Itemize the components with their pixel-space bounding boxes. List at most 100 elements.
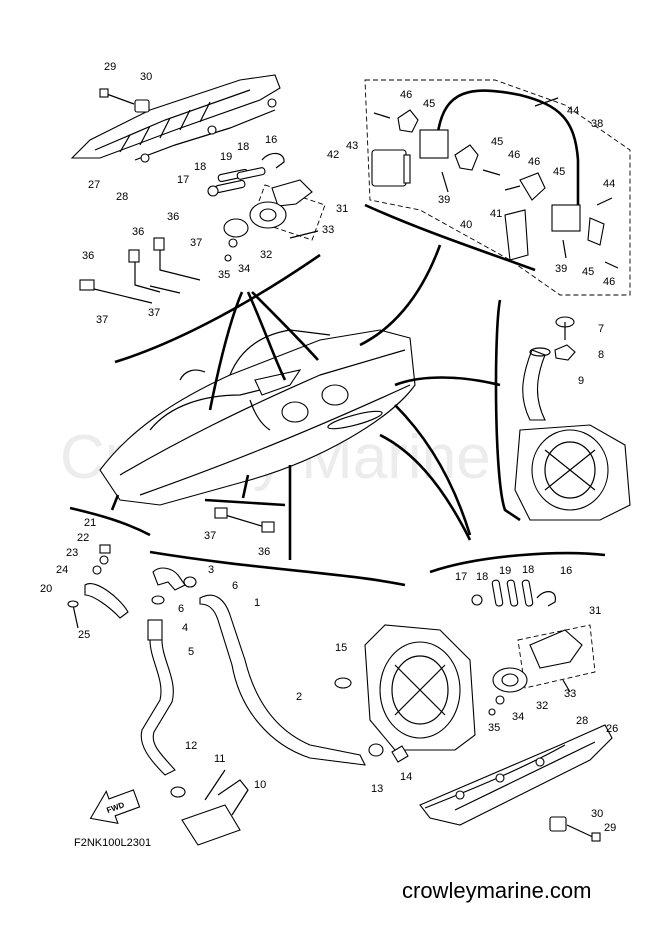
grip-assembly-top xyxy=(70,74,281,163)
callout-4: 4 xyxy=(182,622,188,634)
fwd-arrow-icon: FWD xyxy=(89,789,141,825)
bracket-20-group xyxy=(67,544,129,629)
callout-7: 7 xyxy=(598,323,604,335)
hose-9 xyxy=(522,349,546,421)
callout-1: 1 xyxy=(254,597,260,609)
callout-18: 18 xyxy=(476,571,488,583)
callout-30: 30 xyxy=(140,71,152,83)
callout-46: 46 xyxy=(603,276,615,288)
jet-pump xyxy=(494,299,631,522)
clamp-6a xyxy=(183,576,197,588)
callout-2: 2 xyxy=(296,691,302,703)
callout-18: 18 xyxy=(522,564,534,576)
callout-32: 32 xyxy=(260,249,272,261)
callout-26: 26 xyxy=(606,723,618,735)
pad-43 xyxy=(371,149,407,187)
callout-43: 43 xyxy=(346,140,358,152)
callout-32: 32 xyxy=(536,700,548,712)
callout-18: 18 xyxy=(194,161,206,173)
bracket-group-mid xyxy=(214,507,275,533)
callout-44: 44 xyxy=(567,105,579,117)
callout-34: 34 xyxy=(512,711,524,723)
callout-31: 31 xyxy=(589,605,601,617)
callout-46: 46 xyxy=(528,156,540,168)
jet-housing xyxy=(334,624,476,763)
callout-17: 17 xyxy=(177,174,189,186)
callout-28: 28 xyxy=(576,715,588,727)
callout-25: 25 xyxy=(78,629,90,641)
block-45b xyxy=(551,204,581,232)
callout-36: 36 xyxy=(167,211,179,223)
block-45a xyxy=(419,129,449,159)
callout-17: 17 xyxy=(455,571,467,583)
collar-30b xyxy=(549,816,567,832)
callout-37: 37 xyxy=(190,237,202,249)
callout-33: 33 xyxy=(322,224,334,236)
callout-40: 40 xyxy=(460,219,472,231)
clamp-13 xyxy=(368,743,384,757)
callout-11: 11 xyxy=(214,753,225,765)
callout-6: 6 xyxy=(232,580,238,592)
callout-36: 36 xyxy=(132,226,144,238)
callout-19: 19 xyxy=(220,151,232,163)
callout-12: 12 xyxy=(185,740,197,752)
callout-44: 44 xyxy=(603,178,615,190)
callout-10: 10 xyxy=(254,779,266,791)
callout-37: 37 xyxy=(148,307,160,319)
bellows-31 xyxy=(271,179,313,207)
callout-9: 9 xyxy=(578,375,584,387)
callout-45: 45 xyxy=(553,166,565,178)
callout-19: 19 xyxy=(499,565,511,577)
callout-13: 13 xyxy=(371,783,383,795)
callout-22: 22 xyxy=(77,532,89,544)
callout-33: 33 xyxy=(564,688,576,700)
callout-28: 28 xyxy=(116,191,128,203)
bracket-20 xyxy=(84,583,129,619)
nut-8 xyxy=(554,344,576,361)
callout-31: 31 xyxy=(336,203,348,215)
hose-assembly xyxy=(140,567,366,846)
callout-15: 15 xyxy=(335,642,347,654)
grip-26 xyxy=(419,724,613,826)
callout-16: 16 xyxy=(560,565,572,577)
handlebar-assembly xyxy=(364,79,631,296)
hose-1-2 xyxy=(199,594,366,766)
clamp-12 xyxy=(170,786,186,798)
rail-28 xyxy=(134,109,276,161)
callout-42: 42 xyxy=(327,149,339,161)
clamp-6b xyxy=(151,595,165,605)
callout-45: 45 xyxy=(423,98,435,110)
callout-45: 45 xyxy=(491,136,503,148)
callout-35: 35 xyxy=(488,722,500,734)
clamp-15 xyxy=(334,677,352,689)
callout-35: 35 xyxy=(218,269,230,281)
callout-29: 29 xyxy=(604,822,616,834)
callout-34: 34 xyxy=(238,263,250,275)
handlebar-38 xyxy=(436,89,580,212)
plate-32 xyxy=(223,218,249,238)
callout-37: 37 xyxy=(96,314,108,326)
callout-41: 41 xyxy=(490,208,502,220)
bellows-31b xyxy=(529,629,583,669)
callout-46: 46 xyxy=(400,89,412,101)
callout-3: 3 xyxy=(208,564,214,576)
hose-5 xyxy=(140,639,176,776)
fitting-3 xyxy=(152,567,186,591)
fastener-group-top xyxy=(207,152,326,262)
hose-end-4 xyxy=(147,619,163,641)
callout-45: 45 xyxy=(582,266,594,278)
callout-39: 39 xyxy=(555,263,567,275)
callout-16: 16 xyxy=(265,134,277,146)
fitting-14 xyxy=(391,745,409,763)
collar-30 xyxy=(134,99,150,113)
callout-6: 6 xyxy=(178,603,184,615)
callout-27: 27 xyxy=(88,179,100,191)
callout-20: 20 xyxy=(40,583,52,595)
callout-29: 29 xyxy=(104,61,116,73)
callout-5: 5 xyxy=(188,646,194,658)
rail-28b xyxy=(424,744,566,809)
callout-38: 38 xyxy=(591,118,603,130)
section-dividers xyxy=(69,203,606,587)
callout-14: 14 xyxy=(400,771,412,783)
